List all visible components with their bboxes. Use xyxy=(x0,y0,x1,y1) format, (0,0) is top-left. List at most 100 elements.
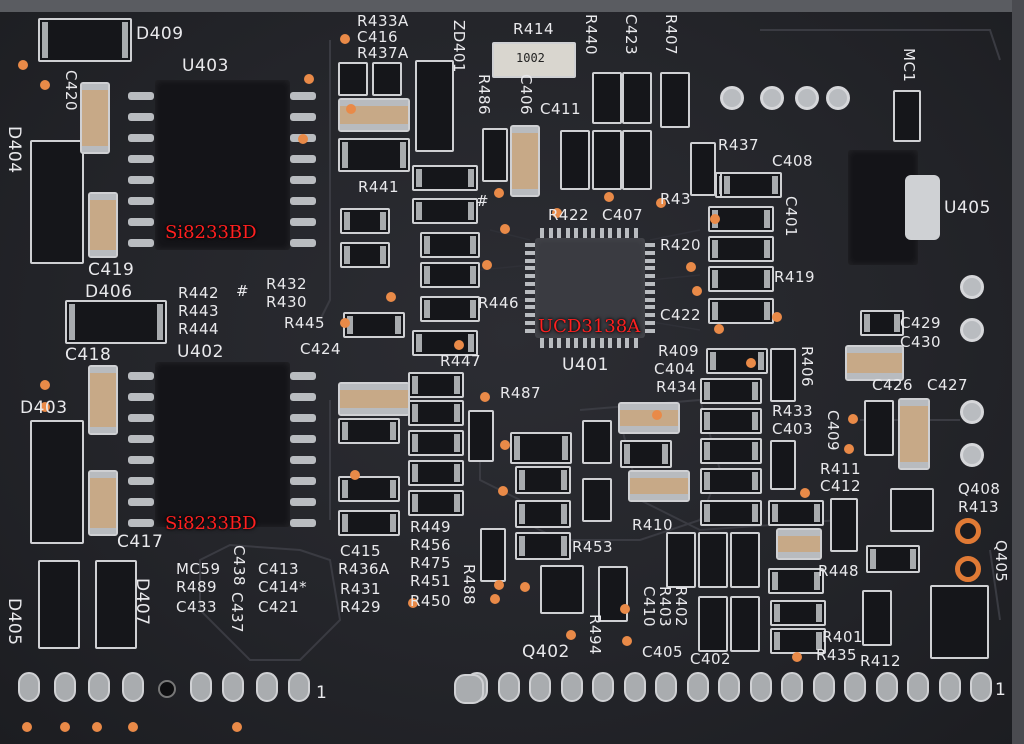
resistor xyxy=(510,432,572,464)
ic-pin xyxy=(645,243,655,247)
silk-d403: D403 xyxy=(20,398,68,418)
ic-pin xyxy=(128,435,154,443)
header-pin xyxy=(288,672,310,702)
header-pin xyxy=(907,672,929,702)
resistor xyxy=(708,298,774,324)
via xyxy=(622,636,632,646)
mc1-pad-2 xyxy=(760,86,784,110)
via xyxy=(340,318,350,328)
silk-c427: C427 xyxy=(927,376,969,394)
ic-pin xyxy=(290,176,316,184)
header-pin xyxy=(497,672,520,702)
resistor xyxy=(338,418,400,444)
resistor xyxy=(770,348,796,402)
header-pin xyxy=(88,672,110,702)
right-pad-3 xyxy=(960,400,984,424)
via xyxy=(232,722,242,732)
silk-zd401: ZD401 xyxy=(450,20,468,73)
ic-pin xyxy=(525,243,535,247)
silk-c407: C407 xyxy=(602,206,644,224)
ic-pin xyxy=(290,155,316,163)
ic-pin xyxy=(525,313,535,318)
ic-u402 xyxy=(155,362,290,527)
resistor xyxy=(860,310,904,336)
ic-pin xyxy=(599,228,604,238)
silk-r409: R409 xyxy=(658,342,700,360)
resistor xyxy=(560,130,590,190)
silk-c417: C417 xyxy=(117,532,164,552)
via xyxy=(40,80,50,90)
silk-r413: R413 xyxy=(958,498,1000,516)
silk-r414: R414 xyxy=(513,20,555,38)
silk-r489: R489 xyxy=(176,578,218,596)
silk-r486: R486 xyxy=(475,74,493,116)
silk-r447: R447 xyxy=(440,352,482,370)
ic-pin xyxy=(645,321,655,325)
ic-pin xyxy=(128,176,154,184)
ic-pin xyxy=(574,228,578,238)
diode-d403 xyxy=(30,420,84,544)
silk-r453: R453 xyxy=(572,538,614,556)
ic-pin xyxy=(290,519,316,527)
header-pin xyxy=(592,672,614,702)
ic-pin xyxy=(645,328,655,333)
ic-pin xyxy=(540,228,544,238)
silk-d406: D406 xyxy=(85,282,133,302)
resistor xyxy=(408,400,464,426)
silk-r402: R402 xyxy=(672,586,690,628)
silk-q405: Q405 xyxy=(992,540,1010,583)
silk-c414: C414* xyxy=(258,578,308,596)
via xyxy=(40,402,50,412)
resistor xyxy=(700,408,762,434)
right-pad-4 xyxy=(960,443,984,467)
header-pin xyxy=(749,672,772,702)
ic-pin xyxy=(548,228,553,238)
via xyxy=(692,286,702,296)
cap-c420 xyxy=(80,82,110,154)
ic-pin xyxy=(290,372,316,380)
header-pin xyxy=(655,672,677,702)
silk-c437: C437 xyxy=(228,592,246,634)
resistor xyxy=(862,590,892,646)
resistor xyxy=(768,568,824,594)
silk-d407: D407 xyxy=(132,578,152,626)
via xyxy=(714,324,724,334)
silk-r488: R488 xyxy=(460,564,478,606)
ic-pin xyxy=(290,393,316,401)
header-pin xyxy=(122,672,144,702)
resistor xyxy=(708,266,774,292)
silk-hash2: # xyxy=(236,282,250,300)
ic-pin xyxy=(645,313,655,318)
ic-pin xyxy=(633,338,638,348)
silk-mc1: MC1 xyxy=(900,48,918,83)
silk-r420: R420 xyxy=(660,236,702,254)
via xyxy=(304,74,314,84)
silk-r449: R449 xyxy=(410,518,452,536)
via xyxy=(848,414,858,424)
silk-c438: C438 xyxy=(230,545,248,587)
silk-r434: R434 xyxy=(656,378,698,396)
via xyxy=(22,722,32,732)
header-pin xyxy=(844,672,866,702)
mc1-pad-3 xyxy=(795,86,819,110)
ic-pin xyxy=(599,338,604,348)
via xyxy=(346,104,356,114)
hole xyxy=(158,680,176,698)
via xyxy=(494,580,504,590)
resistor xyxy=(866,545,920,573)
r414-marking: 1002 xyxy=(516,51,545,65)
component-mc1 xyxy=(893,90,921,142)
resistor xyxy=(480,528,506,582)
resistor xyxy=(708,236,774,262)
silk-c408: C408 xyxy=(772,152,814,170)
silk-r403: R403 xyxy=(656,586,674,628)
header-pin xyxy=(529,672,551,702)
silk-r444: R444 xyxy=(178,320,220,338)
ic-pin xyxy=(128,197,154,205)
via xyxy=(500,440,510,450)
ic-pin xyxy=(608,338,612,348)
header-pin xyxy=(875,672,898,702)
ic-pin xyxy=(525,274,535,279)
ic-pin xyxy=(591,338,595,348)
